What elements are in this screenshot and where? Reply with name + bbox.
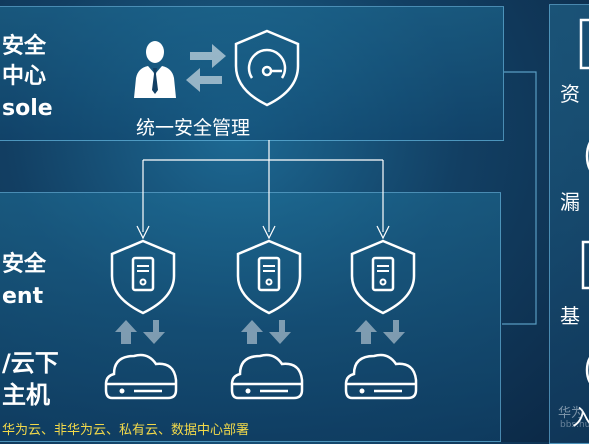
up-down-arrows-icon bbox=[241, 320, 291, 344]
cloud-disk-icon bbox=[230, 353, 304, 400]
user-icon bbox=[134, 41, 176, 98]
cloud-disk-icon bbox=[344, 353, 418, 400]
up-down-arrows-icon bbox=[355, 320, 405, 344]
deployment-note: 华为云、非华为云、私有云、数据中心部署 bbox=[2, 423, 250, 438]
right-label-asset: 资 bbox=[560, 82, 580, 106]
cloud-disk-icon bbox=[104, 353, 178, 400]
host-title-line-2: 主机 bbox=[2, 381, 50, 409]
right-label-baseline: 基 bbox=[560, 304, 580, 328]
host-title-line-1: /云下 bbox=[2, 349, 59, 377]
watermark-brand: 华为 bbox=[558, 406, 585, 421]
up-down-arrows-icon bbox=[115, 320, 165, 344]
console-panel bbox=[0, 6, 504, 141]
agent-panel bbox=[0, 192, 501, 442]
unified-management-label: 统一安全管理 bbox=[136, 117, 251, 139]
agent-title-line-1: 安全 bbox=[2, 252, 47, 277]
circle-icon bbox=[585, 356, 589, 384]
right-label-intrusion: 入 bbox=[572, 406, 589, 431]
console-title-line-1: 安全 bbox=[2, 34, 47, 59]
bidirectional-arrows-icon bbox=[186, 44, 226, 92]
shield-server-icon bbox=[350, 239, 416, 315]
right-label-vuln: 漏 bbox=[560, 190, 580, 214]
console-title-line-3: sole bbox=[2, 96, 53, 121]
shield-server-icon bbox=[236, 239, 302, 315]
console-title-line-2: 中心 bbox=[2, 64, 47, 89]
circle-icon bbox=[585, 141, 589, 171]
shield-gauge-icon bbox=[234, 29, 300, 107]
agent-title-line-2: ent bbox=[2, 284, 44, 309]
right-panel bbox=[549, 4, 589, 444]
right-panel-icons bbox=[579, 18, 589, 384]
watermark-sub: bbs.hu bbox=[560, 420, 589, 430]
shield-server-icon bbox=[110, 239, 176, 315]
